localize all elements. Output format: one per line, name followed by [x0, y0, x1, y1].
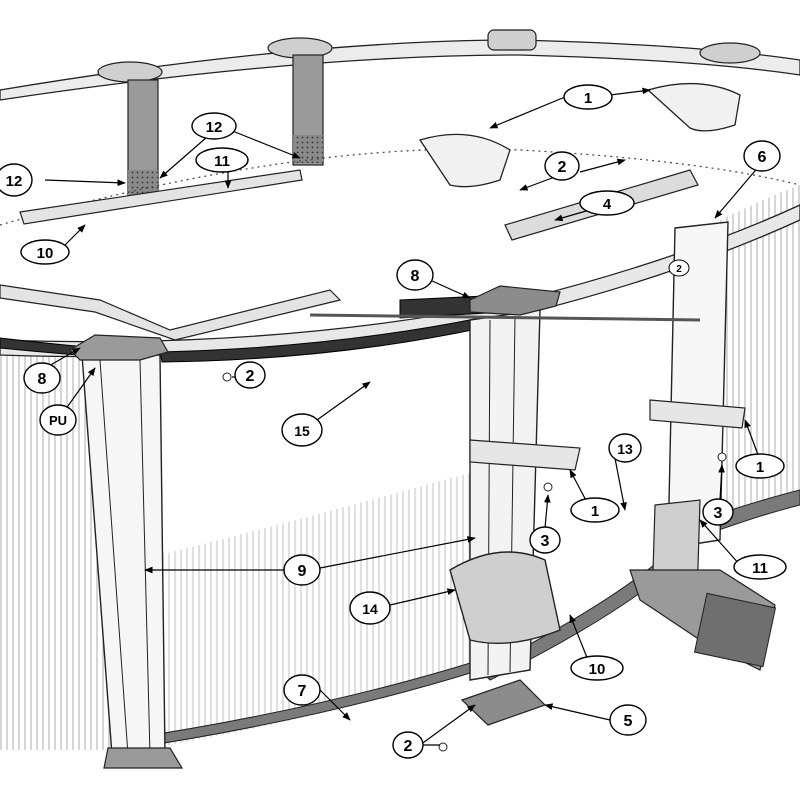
svg-text:2: 2	[558, 159, 567, 176]
svg-text:11: 11	[752, 560, 768, 577]
svg-text:2: 2	[404, 738, 413, 755]
callout-2a: 2	[544, 151, 580, 181]
svg-text:10: 10	[37, 245, 54, 262]
callout-9: 9	[283, 554, 321, 586]
callout-8b: 8	[23, 362, 61, 394]
svg-text:11: 11	[214, 153, 230, 170]
svg-text:13: 13	[617, 441, 633, 457]
callout-10a: 10	[20, 239, 70, 265]
callout-2b: 2	[234, 361, 266, 389]
far-upright-1-holes	[128, 170, 158, 195]
svg-text:1: 1	[584, 90, 592, 107]
callout-5: 5	[609, 704, 647, 736]
post-left-groove-2	[139, 359, 151, 756]
svg-text:10: 10	[589, 661, 606, 678]
svg-text:6: 6	[758, 149, 767, 166]
brace-bar	[309, 313, 701, 322]
skimmer	[449, 551, 561, 644]
top-rail-left-upper	[19, 169, 303, 225]
svg-text:8: 8	[411, 268, 420, 285]
svg-text:7: 7	[298, 683, 307, 700]
cap-right-floating	[646, 82, 741, 132]
svg-text:14: 14	[362, 601, 378, 617]
callout-11b: 11	[733, 554, 787, 580]
svg-text:3: 3	[714, 505, 723, 522]
callout-1c: 1	[570, 497, 620, 523]
svg-text:9: 9	[298, 563, 307, 580]
svg-text:3: 3	[541, 533, 550, 550]
far-rail-cap-1	[97, 61, 163, 83]
callout-15: 15	[281, 413, 323, 447]
top-plate-left	[69, 334, 169, 361]
callout-10b: 10	[570, 655, 624, 681]
svg-text:1: 1	[591, 503, 599, 520]
callout-labels: 1 1 1 2 2 2 2 3 3 4 5 6 7 8 8 9 10 10 11…	[0, 84, 787, 759]
seat-rail-left	[0, 284, 342, 341]
callout-2c: 2	[392, 731, 424, 759]
far-rail-cap-4	[699, 42, 761, 64]
post-left-groove	[99, 359, 129, 756]
ground-stake	[693, 592, 777, 668]
svg-text:4: 4	[603, 196, 612, 213]
svg-text:8: 8	[38, 371, 47, 388]
screw-4	[717, 452, 727, 462]
callout-2d: 2	[668, 259, 690, 277]
callout-12a: 12	[191, 112, 237, 140]
svg-text:2: 2	[676, 264, 682, 275]
callout-6: 6	[743, 140, 781, 172]
svg-text:2: 2	[246, 368, 255, 385]
callout-14: 14	[349, 591, 391, 625]
svg-text:12: 12	[6, 173, 23, 190]
svg-text:12: 12	[206, 119, 223, 136]
callout-1b: 1	[735, 453, 785, 479]
post-left-base	[103, 747, 184, 769]
base-plate	[460, 679, 547, 726]
callout-PU: PU	[39, 404, 77, 436]
callout-12b: 12	[0, 163, 33, 197]
callout-3a: 3	[529, 526, 561, 554]
svg-text:1: 1	[756, 459, 764, 476]
post-right	[667, 221, 729, 549]
callout-3b: 3	[702, 498, 734, 526]
cap-left-floating	[418, 133, 511, 188]
leader-lines	[41, 87, 761, 746]
bracket-right	[649, 399, 746, 429]
screw-1	[222, 372, 232, 382]
svg-text:PU: PU	[49, 413, 67, 428]
screw-2	[438, 742, 448, 752]
callout-11a: 11	[195, 147, 249, 173]
callout-8a: 8	[396, 259, 434, 291]
callout-1a: 1	[563, 84, 613, 110]
screw-3	[543, 482, 553, 492]
far-rail-cap-3	[487, 29, 537, 51]
top-plate-center	[469, 285, 561, 316]
callout-7: 7	[283, 674, 321, 706]
pool-wall-front-stripes	[140, 470, 480, 750]
svg-text:15: 15	[294, 423, 310, 439]
callout-4: 4	[579, 190, 635, 216]
svg-text:5: 5	[624, 713, 633, 730]
callout-13: 13	[608, 433, 642, 463]
